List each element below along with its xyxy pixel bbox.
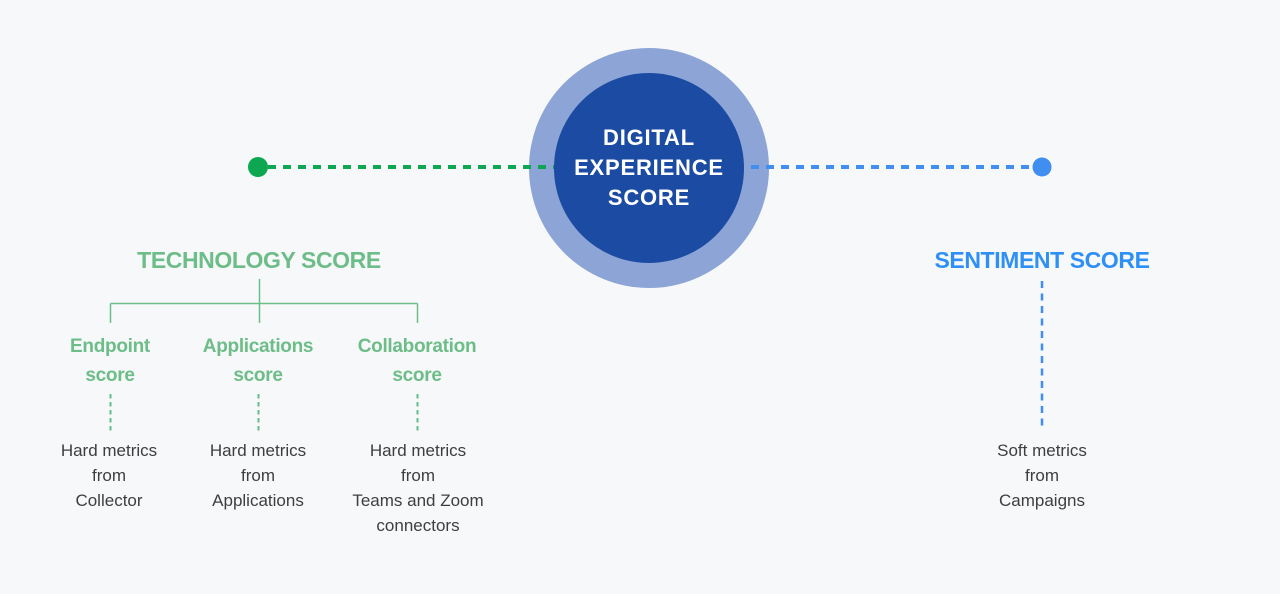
badge-title: DIGITAL EXPERIENCE SCORE (574, 125, 724, 210)
sentiment-score-heading: SENTIMENT SCORE (934, 247, 1150, 273)
collaboration-score-title: Collaboration score (357, 336, 477, 386)
endpoint-score-title: Endpoint score (70, 336, 150, 386)
badge-core: DIGITAL EXPERIENCE SCORE (554, 73, 744, 263)
technology-tree-connector (109, 279, 419, 323)
applications-score-description: Hard metrics from Applications (209, 441, 307, 510)
technology-endpoint-dot (248, 157, 268, 177)
applications-score-title: Applications score (202, 336, 314, 386)
endpoint-score-description: Hard metrics from Collector (60, 441, 158, 510)
sentiment-endpoint-dot (1032, 157, 1052, 177)
technology-score-heading: TECHNOLOGY SCORE (137, 247, 381, 273)
collaboration-score-description: Hard metrics from Teams and Zoom connect… (352, 441, 484, 535)
sentiment-score-description: Soft metrics from Campaigns (997, 441, 1087, 510)
